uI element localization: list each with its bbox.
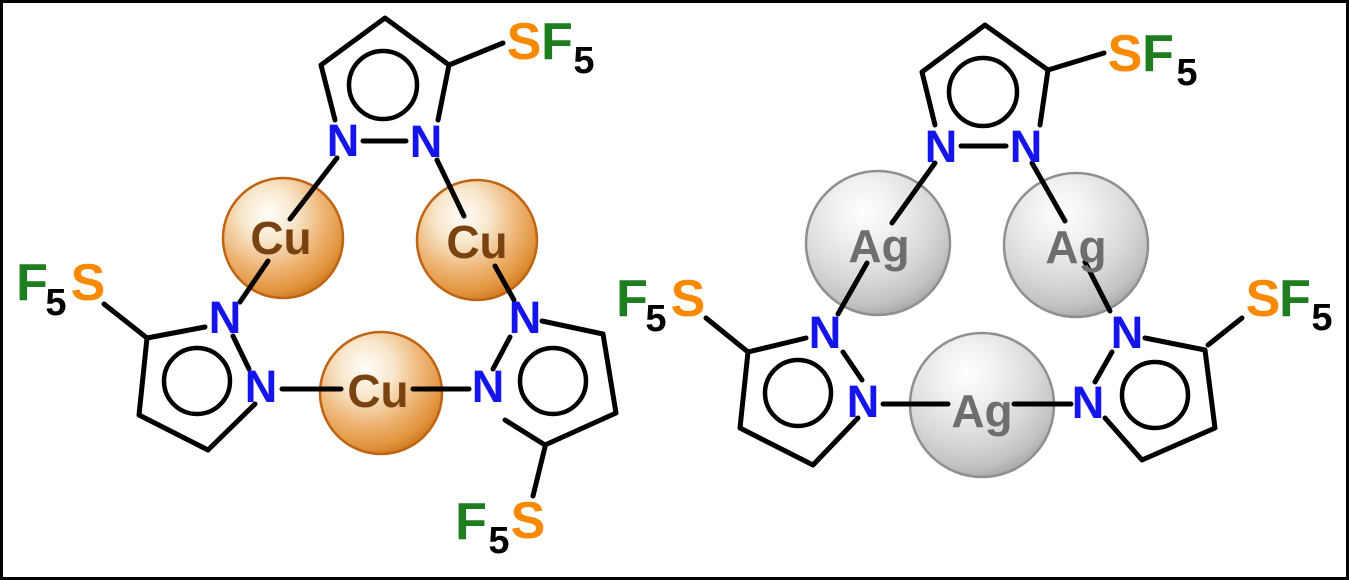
pyrazolate-ring-left: N N F 5 S bbox=[16, 254, 278, 453]
sulfur-label: S bbox=[511, 492, 546, 550]
sulfur-label: S bbox=[1108, 25, 1143, 83]
pyrazolate-ring-right: N N F 5 S bbox=[455, 292, 619, 562]
aromatic-circle bbox=[762, 357, 834, 429]
ring-bonds bbox=[502, 318, 619, 448]
bond-n-cu bbox=[492, 263, 517, 303]
nitrogen-label: N bbox=[847, 376, 880, 427]
subscript-five-label: 5 bbox=[45, 282, 66, 324]
fluorine-label: F bbox=[1142, 25, 1174, 83]
nitrogen-label: N bbox=[1010, 121, 1043, 172]
sulfur-label: S bbox=[671, 270, 706, 328]
bond-c-s bbox=[703, 315, 751, 355]
subscript-five-label: 5 bbox=[1176, 52, 1197, 94]
fluorine-label: F bbox=[455, 493, 487, 551]
bond-c-s bbox=[530, 444, 548, 499]
bond-n-ag bbox=[1029, 160, 1068, 224]
silver-label: Ag bbox=[1045, 221, 1106, 273]
ring-bonds bbox=[318, 15, 452, 123]
fluorine-label: F bbox=[1279, 270, 1311, 328]
nitrogen-label: N bbox=[472, 361, 505, 412]
sulfur-label: S bbox=[507, 13, 542, 71]
bond-n-cu bbox=[237, 258, 271, 305]
copper-label: Cu bbox=[347, 365, 408, 417]
subscript-five-label: 5 bbox=[1311, 297, 1332, 339]
bond-n-cu bbox=[434, 157, 467, 219]
bond-n-ag bbox=[1082, 259, 1113, 314]
copper-atom-sphere bbox=[318, 330, 444, 456]
nitrogen-label: N bbox=[1111, 307, 1144, 358]
copper-atom-sphere bbox=[415, 178, 539, 302]
nitrogen-label: N bbox=[209, 292, 242, 343]
fluorine-label: F bbox=[616, 270, 648, 328]
pyrazolate-ring-top: N N S F 5 bbox=[318, 13, 595, 167]
copper-atom-sphere bbox=[221, 176, 345, 300]
nitrogen-label: N bbox=[509, 292, 542, 343]
nitrogen-label: N bbox=[1072, 377, 1105, 428]
ring-bonds bbox=[144, 324, 208, 341]
pyrazolate-ring-right: N N S F 5 bbox=[1072, 270, 1333, 463]
copper-label: Cu bbox=[446, 216, 507, 268]
subscript-five-label: 5 bbox=[573, 40, 594, 82]
aromatic-circle bbox=[1119, 359, 1191, 431]
aromatic-circle bbox=[161, 345, 233, 417]
nitrogen-label: N bbox=[809, 307, 842, 358]
bond-c-s bbox=[446, 40, 506, 68]
nitrogen-label: N bbox=[925, 121, 958, 172]
fluorine-label: F bbox=[16, 254, 48, 312]
subscript-five-label: 5 bbox=[645, 298, 666, 340]
aromatic-circle bbox=[517, 345, 589, 417]
aromatic-circle bbox=[946, 55, 1020, 129]
bond-c-s bbox=[101, 301, 150, 341]
ring-bonds bbox=[1102, 335, 1218, 463]
aromatic-circle bbox=[346, 48, 420, 122]
bond-c-s bbox=[1045, 50, 1107, 73]
ring-bonds bbox=[745, 335, 809, 355]
ring-bonds bbox=[136, 335, 258, 453]
sulfur-label: S bbox=[71, 254, 106, 312]
subscript-five-label: 5 bbox=[488, 520, 509, 562]
nitrogen-label: N bbox=[245, 361, 278, 412]
bond-n-ag bbox=[889, 160, 938, 226]
bond-n-ag bbox=[835, 260, 870, 317]
nitrogen-label: N bbox=[410, 116, 443, 167]
silver-label: Ag bbox=[848, 220, 909, 272]
fluorine-label: F bbox=[541, 13, 573, 71]
n-n-bond bbox=[1092, 349, 1115, 385]
pyrazolate-ring-left: N N F 5 S bbox=[616, 270, 880, 468]
silver-label: Ag bbox=[951, 385, 1012, 437]
n-n-bond bbox=[230, 333, 252, 372]
n-n-bond bbox=[840, 349, 865, 383]
copper-label: Cu bbox=[250, 212, 311, 264]
ring-bonds bbox=[919, 22, 1051, 128]
bond-n-cu bbox=[287, 155, 340, 222]
pyrazolate-ring-top: N N S F 5 bbox=[919, 22, 1198, 172]
silver-atom-sphere bbox=[1002, 171, 1150, 319]
bond-c-s bbox=[1205, 315, 1245, 348]
silver-atom-sphere bbox=[804, 169, 952, 317]
copper-complex: N N S F 5 N N F 5 S N N F 5 bbox=[16, 13, 619, 562]
silver-complex: N N S F 5 N N F 5 S N N S F bbox=[616, 22, 1333, 479]
nitrogen-label: N bbox=[327, 115, 360, 166]
ring-bonds bbox=[737, 349, 861, 468]
n-n-bond bbox=[490, 334, 513, 372]
sulfur-label: S bbox=[1246, 270, 1281, 328]
